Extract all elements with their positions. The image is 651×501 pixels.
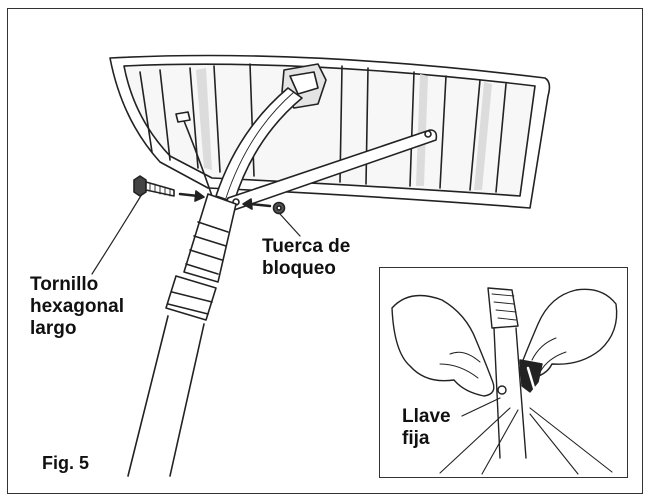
wrench-leader [461, 397, 501, 417]
inset-handle-top [487, 287, 519, 329]
wrench-detail-inset [379, 267, 628, 478]
wrench-detail-art [391, 287, 618, 475]
shovel-blade [109, 54, 551, 209]
lower-shaft [127, 315, 205, 477]
lock-nut [272, 201, 286, 215]
lock-nut-callout: Tuerca de bloqueo [262, 236, 351, 279]
hex-bolt [133, 175, 175, 197]
left-hand [391, 294, 495, 397]
nut-leader [279, 213, 301, 237]
bolt-leader [91, 193, 143, 275]
wrench-callout: Llave fija [402, 406, 451, 449]
figure-label: Fig. 5 [42, 453, 90, 473]
insert-arrow [178, 190, 205, 202]
bolt-callout: Tornillo hexagonal largo [30, 274, 124, 339]
thin-rod [181, 115, 213, 197]
grip-coupling [165, 193, 237, 321]
tighten-arrow [242, 198, 272, 210]
